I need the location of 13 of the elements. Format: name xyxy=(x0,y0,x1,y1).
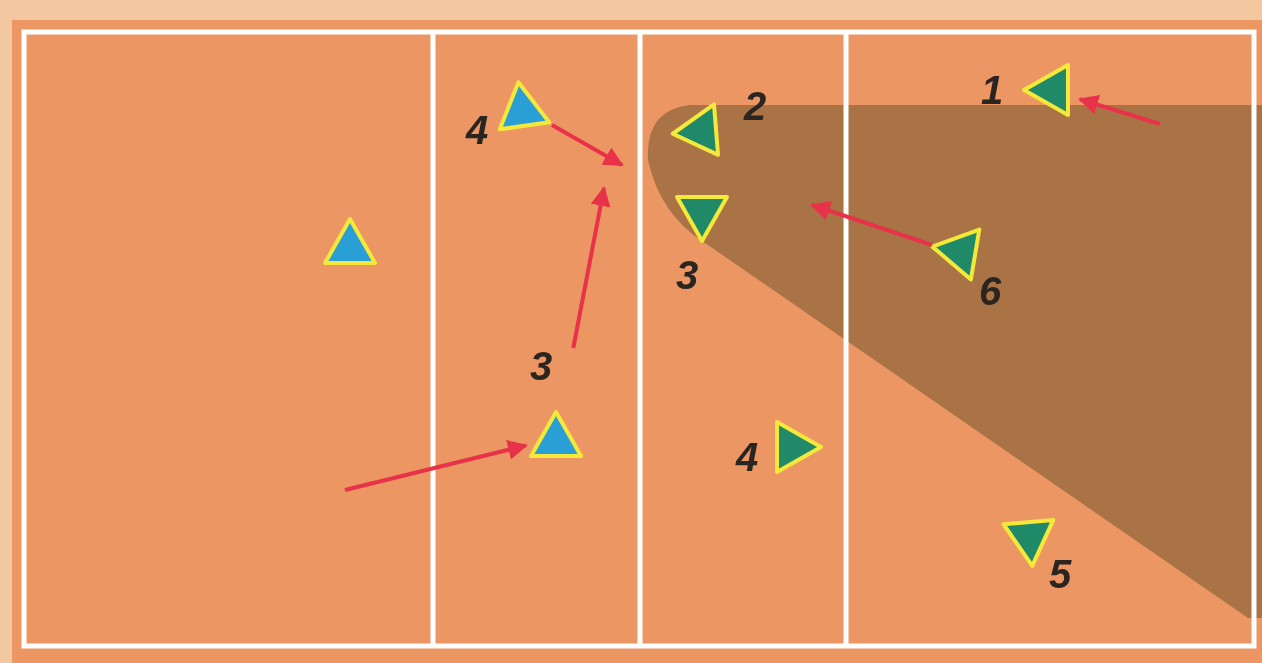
player-number: 1 xyxy=(979,72,1005,108)
movement-arrow xyxy=(810,201,933,247)
movement-arrow xyxy=(571,186,611,349)
movement-arrow xyxy=(344,440,528,492)
player-number: 3 xyxy=(674,257,700,293)
player-number: 3 xyxy=(528,348,554,384)
player-number: 4 xyxy=(734,439,760,475)
player-number: 6 xyxy=(977,273,1003,309)
movement-arrow xyxy=(1078,95,1161,126)
player-number: 5 xyxy=(1047,556,1073,592)
player-number: 2 xyxy=(742,88,768,124)
player-number: 4 xyxy=(464,112,490,148)
movement-arrow xyxy=(551,123,624,167)
